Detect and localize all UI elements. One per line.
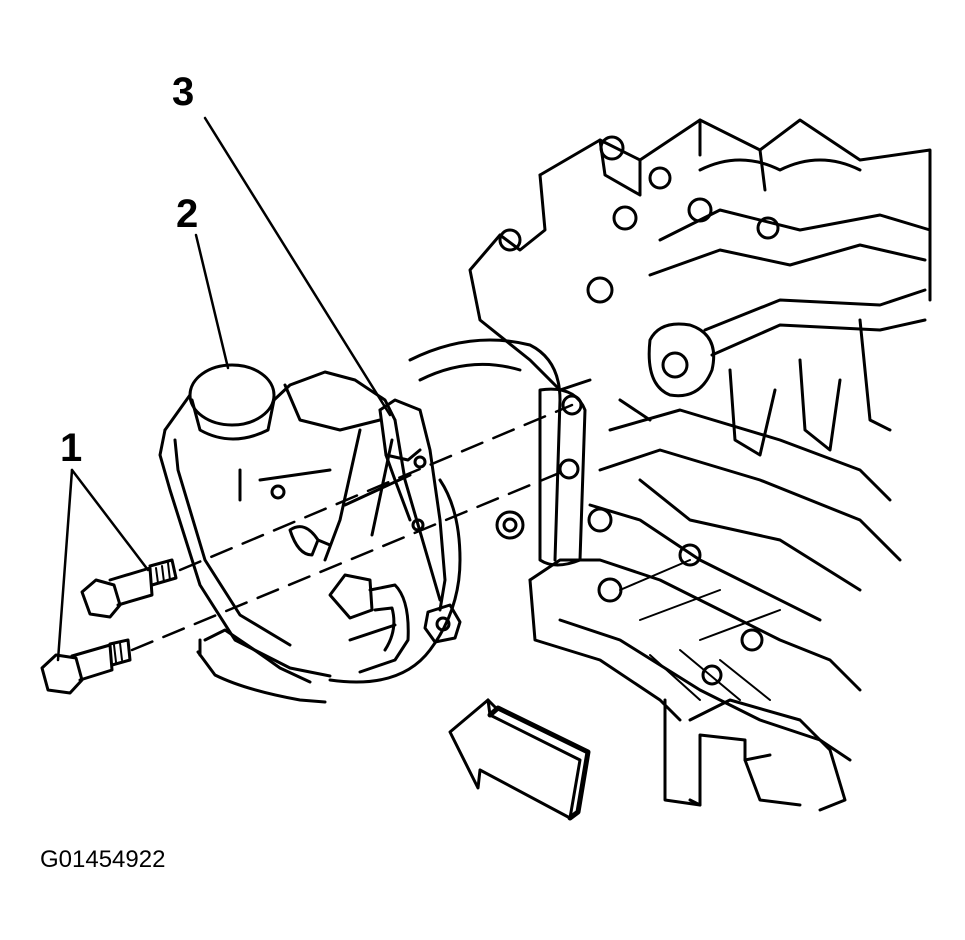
engine-block [468, 118, 932, 812]
alignment-lines [130, 403, 574, 652]
figure-code: G01454922 [40, 846, 166, 873]
callout-label-2: 2 [176, 192, 199, 236]
reservoir [158, 363, 462, 704]
front-direction-arrow [448, 698, 591, 821]
bolt-lower [40, 638, 132, 695]
callout-label-3: 3 [172, 70, 195, 114]
mounting-bracket [323, 398, 447, 612]
leader-lines [56, 116, 392, 662]
callout-label-1: 1 [60, 426, 83, 470]
bolt-upper [80, 558, 178, 619]
